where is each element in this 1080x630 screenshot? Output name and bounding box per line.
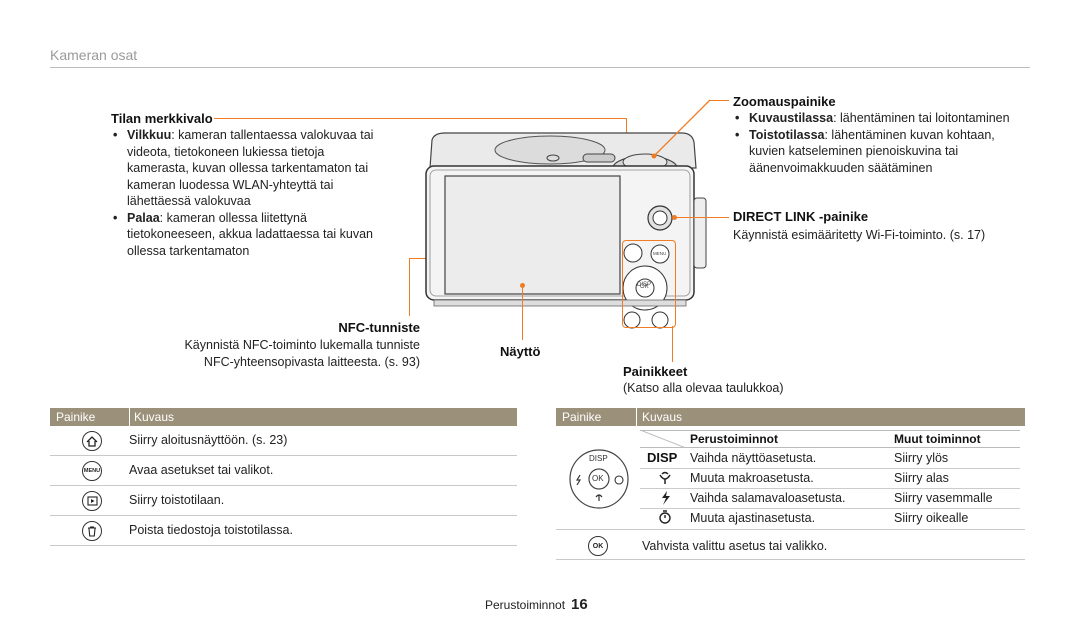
- buttons-table-right: Painike Kuvaus: [556, 408, 1025, 426]
- direct-title: DIRECT LINK -painike: [733, 209, 869, 224]
- zoom-bullet-2: Toistotilassa: lähentäminen kuvan kohtaa…: [733, 127, 1023, 177]
- flash-icon: [662, 491, 670, 505]
- row-divider: [556, 529, 1025, 530]
- table-right-header: Painike Kuvaus: [556, 408, 1025, 426]
- tilan-leader-h: [214, 118, 627, 120]
- naytto-title: Näyttö: [500, 344, 541, 359]
- macro-icon: [659, 471, 671, 484]
- zoom-leader-diag: [651, 99, 711, 159]
- table-row: MENU Avaa asetukset tai valikot.: [50, 456, 517, 486]
- sub-header-bottom-rule: [640, 447, 1020, 448]
- row-basic: Vaihda näyttöasetusta.: [690, 451, 817, 465]
- row-divider: [556, 559, 1025, 560]
- ok-row-desc: Vahvista valittu asetus tai valikko.: [642, 539, 828, 553]
- table-left-head-desc: Kuvaus: [134, 410, 175, 424]
- row-divider: [640, 488, 1020, 489]
- timer-icon: [659, 510, 671, 524]
- row-other: Siirry ylös: [894, 451, 949, 465]
- table-left-header: Painike Kuvaus: [50, 408, 517, 426]
- nfc-title: NFC-tunniste: [338, 320, 420, 335]
- camera-menu-label: MENU: [653, 251, 667, 256]
- row-desc: Siirry toistotilaan.: [129, 493, 225, 507]
- row-basic: Vaihda salamavaloasetusta.: [690, 491, 846, 505]
- row-divider: [640, 468, 1020, 469]
- row-desc: Siirry aloitusnäyttöön. (s. 23): [129, 433, 288, 447]
- play-icon: [82, 491, 102, 511]
- footer-chapter: Perustoiminnot: [485, 598, 566, 612]
- table-row: Poista tiedostoja toistotilassa.: [50, 516, 517, 546]
- zoom-bullets: Kuvaustilassa: lähentäminen tai loitonta…: [733, 110, 1023, 176]
- table-right-head-button: Painike: [562, 410, 602, 424]
- col-other-header: Muut toiminnot: [894, 432, 981, 446]
- row-divider: [640, 508, 1020, 509]
- diagonal-header-cell: [640, 430, 686, 448]
- direct-leader: [676, 217, 729, 219]
- nfc-line2: NFC-yhteensopivasta laitteesta. (s. 93): [203, 355, 420, 369]
- zoom-leader-h: [709, 100, 729, 102]
- table-left-head-button: Painike: [56, 410, 96, 424]
- nfc-leader-v: [409, 258, 411, 316]
- row-other: Siirry vasemmalle: [894, 491, 993, 505]
- painikkeet-text: (Katso alla olevaa taulukkoa): [623, 381, 784, 395]
- tilan-bullet-2: Palaa: kameran ollessa liitettynä tietok…: [111, 210, 381, 260]
- painikkeet-title: Painikkeet: [623, 364, 688, 379]
- table-row: Siirry aloitusnäyttöön. (s. 23): [50, 426, 517, 456]
- tilan-bullet-1: Vilkkuu: kameran tallentaessa valokuvaa …: [111, 127, 381, 210]
- nfc-leader-h: [409, 258, 428, 260]
- ok-icon: OK: [588, 536, 608, 556]
- painikkeet-leader: [672, 326, 674, 362]
- naytto-dot: [520, 283, 525, 288]
- buttons-highlight: [622, 240, 676, 328]
- zoom-bullet-1: Kuvaustilassa: lähentäminen tai loitonta…: [733, 110, 1023, 127]
- direct-dot: [672, 215, 677, 220]
- camera-illustration: [425, 132, 707, 329]
- page-number: 16: [571, 596, 588, 613]
- row-basic: Muuta ajastinasetusta.: [690, 511, 816, 525]
- camera-ok-label: OK: [640, 284, 649, 290]
- dial-illustration: [569, 449, 629, 509]
- nfc-line1: Käynnistä NFC-toiminto lukemalla tunnist…: [184, 338, 420, 352]
- buttons-table-left: Painike Kuvaus Siirry aloitusnäyttöön. (…: [50, 408, 517, 546]
- table-right-head-desc: Kuvaus: [642, 410, 683, 424]
- tilan-bullets: Vilkkuu: kameran tallentaessa valokuvaa …: [111, 127, 381, 259]
- col-basic-header: Perustoiminnot: [690, 432, 779, 446]
- trash-icon: [82, 521, 102, 541]
- dial-ok-label: OK: [592, 474, 604, 483]
- menu-icon: MENU: [82, 461, 102, 481]
- home-icon: [82, 431, 102, 451]
- row-basic: Muuta makroasetusta.: [690, 471, 814, 485]
- section-title: Kameran osat: [50, 47, 138, 63]
- page-footer: Perustoiminnot 16: [485, 596, 588, 613]
- zoom-title: Zoomauspainike: [733, 94, 836, 109]
- row-other: Siirry oikealle: [894, 511, 969, 525]
- dial-disp-label: DISP: [589, 454, 608, 463]
- direct-text: Käynnistä esimääritetty Wi-Fi-toiminto. …: [733, 228, 986, 242]
- table-row: Siirry toistotilaan.: [50, 486, 517, 516]
- naytto-leader: [522, 286, 524, 340]
- sub-header-top-rule: [640, 430, 1020, 431]
- row-other: Siirry alas: [894, 471, 949, 485]
- tilan-title: Tilan merkkivalo: [111, 111, 213, 126]
- row-desc: Avaa asetukset tai valikot.: [129, 463, 274, 477]
- section-divider: [50, 67, 1030, 68]
- disp-icon: DISP: [647, 450, 678, 465]
- camera-disp-label: DISP: [637, 282, 652, 288]
- row-desc: Poista tiedostoja toistotilassa.: [129, 523, 293, 537]
